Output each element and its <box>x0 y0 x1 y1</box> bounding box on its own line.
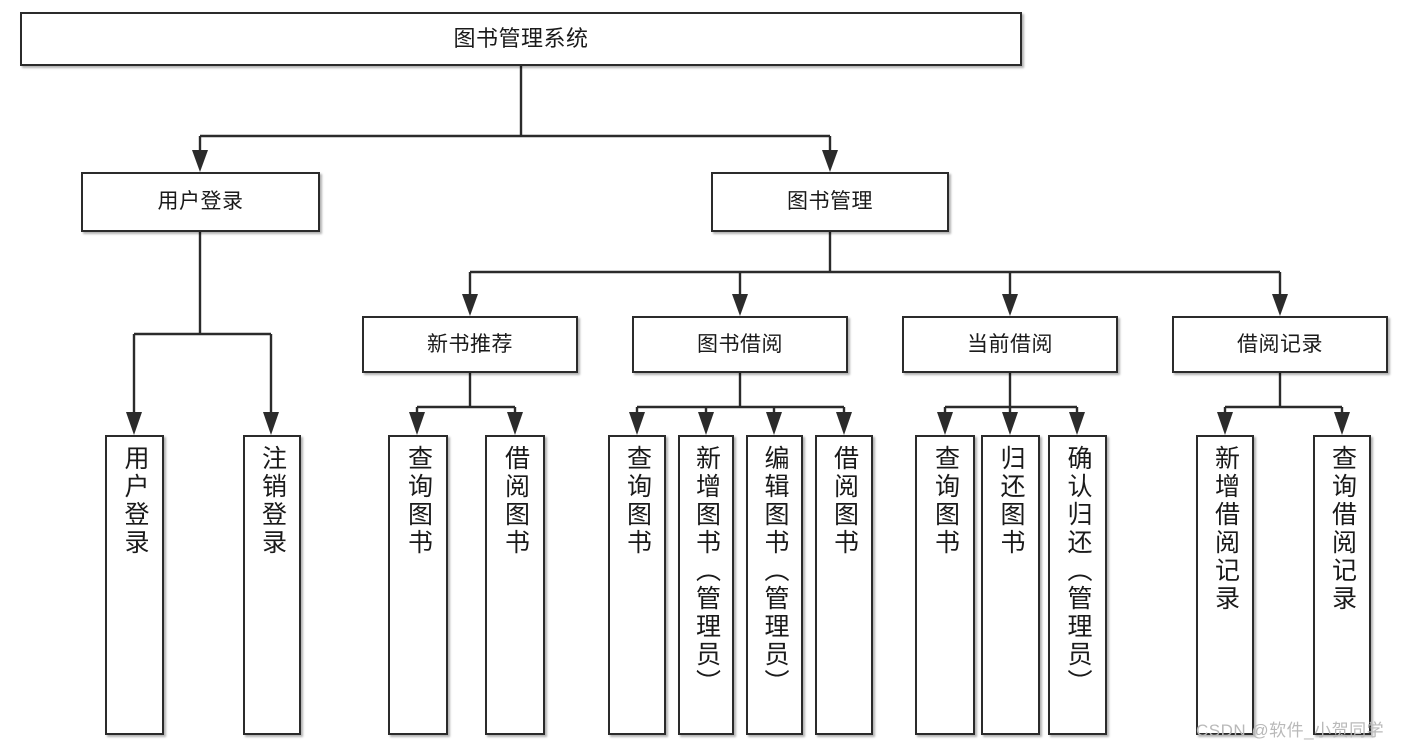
node-label: 当前借阅 <box>967 332 1053 356</box>
node-book-management[interactable]: 图书管理 <box>711 172 949 232</box>
node-label: 用户登录 <box>121 445 149 557</box>
node-label: 借阅记录 <box>1237 332 1323 356</box>
leaf-node[interactable]: 归还图书 <box>981 435 1040 735</box>
node-label: 图书借阅 <box>697 332 783 356</box>
leaf-node[interactable]: 查询图书 <box>915 435 975 735</box>
node-user-login[interactable]: 用户登录 <box>81 172 320 232</box>
node-label: 查询图书 <box>931 445 960 557</box>
node-book-borrow[interactable]: 图书借阅 <box>632 316 848 373</box>
node-borrow-record[interactable]: 借阅记录 <box>1172 316 1388 373</box>
node-root-system[interactable]: 图书管理系统 <box>20 12 1022 66</box>
leaf-node[interactable]: 用户登录 <box>105 435 164 735</box>
node-label: 查询借阅记录 <box>1328 445 1357 613</box>
node-label: 编辑图书（管理员） <box>761 445 789 697</box>
node-label: 新增图书（管理员） <box>692 445 721 697</box>
node-label: 归还图书 <box>997 445 1025 557</box>
node-label: 注销登录 <box>258 445 287 557</box>
leaf-node[interactable]: 借阅图书 <box>485 435 545 735</box>
node-label: 借阅图书 <box>830 445 859 557</box>
leaf-node[interactable]: 查询图书 <box>388 435 448 735</box>
leaf-node[interactable]: 新增图书（管理员） <box>678 435 734 735</box>
node-label: 确认归还（管理员） <box>1064 445 1092 697</box>
node-label: 图书管理系统 <box>453 25 589 51</box>
node-label: 图书管理 <box>787 190 873 214</box>
node-label: 新增借阅记录 <box>1211 445 1240 613</box>
leaf-node[interactable]: 新增借阅记录 <box>1196 435 1254 735</box>
watermark: CSDN @软件_小贺同学 <box>1196 721 1385 740</box>
leaf-node[interactable]: 借阅图书 <box>815 435 873 735</box>
node-current-borrow[interactable]: 当前借阅 <box>902 316 1118 373</box>
leaf-node[interactable]: 确认归还（管理员） <box>1048 435 1107 735</box>
leaf-node[interactable]: 查询图书 <box>608 435 666 735</box>
node-label: 查询图书 <box>404 445 433 557</box>
node-label: 查询图书 <box>623 445 652 557</box>
leaf-node[interactable]: 注销登录 <box>243 435 301 735</box>
node-label: 用户登录 <box>157 190 244 214</box>
node-label: 新书推荐 <box>427 332 513 356</box>
node-label: 借阅图书 <box>501 445 530 557</box>
node-new-book-recommend[interactable]: 新书推荐 <box>362 316 578 373</box>
leaf-node[interactable]: 查询借阅记录 <box>1313 435 1371 735</box>
leaf-node[interactable]: 编辑图书（管理员） <box>746 435 803 735</box>
